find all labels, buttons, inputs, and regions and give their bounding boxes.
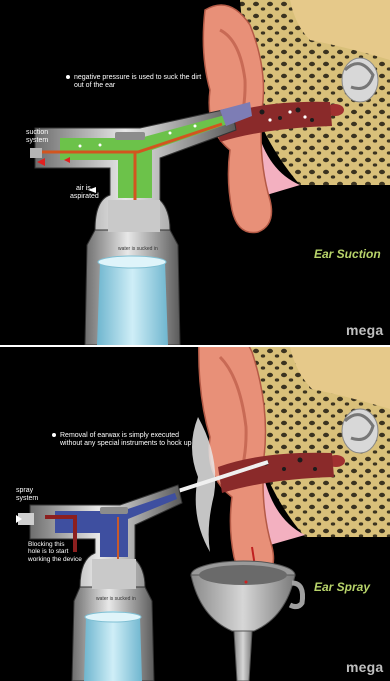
suction-note: negative pressure is used to suck the di… bbox=[66, 74, 201, 90]
panel-title: Ear Suction bbox=[314, 248, 381, 262]
brand-logo: mega bbox=[346, 322, 383, 338]
ear-suction-panel: negative pressure is used to suck the di… bbox=[0, 0, 390, 345]
note-line-2: out of the ear bbox=[66, 82, 201, 90]
funnel bbox=[191, 547, 303, 681]
blocking-hole-label: Blocking this hole is to start working t… bbox=[28, 541, 82, 563]
note-line-1: Removal of earwax is simply executed bbox=[60, 432, 179, 439]
brand-logo: mega bbox=[346, 659, 383, 675]
bullet-icon bbox=[52, 433, 56, 437]
ear-spray-illustration bbox=[0, 347, 390, 681]
panel-title: Ear Spray bbox=[314, 581, 370, 595]
note-line-1: negative pressure is used to suck the di… bbox=[74, 74, 201, 81]
spray-system-label: spray system bbox=[16, 487, 38, 503]
ear-suction-illustration bbox=[0, 0, 390, 345]
suction-system-label: suction system bbox=[26, 129, 48, 145]
water-label: water is sucked in bbox=[118, 247, 158, 253]
note-line-2: without any special instruments to hock … bbox=[52, 440, 192, 448]
ear-spray-panel: Removal of earwax is simply executed wit… bbox=[0, 347, 390, 681]
air-aspirated-label: air is aspirated bbox=[70, 185, 99, 201]
spray-note: Removal of earwax is simply executed wit… bbox=[52, 432, 192, 448]
water-label: water is sucked in bbox=[96, 597, 136, 603]
bullet-icon bbox=[66, 75, 70, 79]
